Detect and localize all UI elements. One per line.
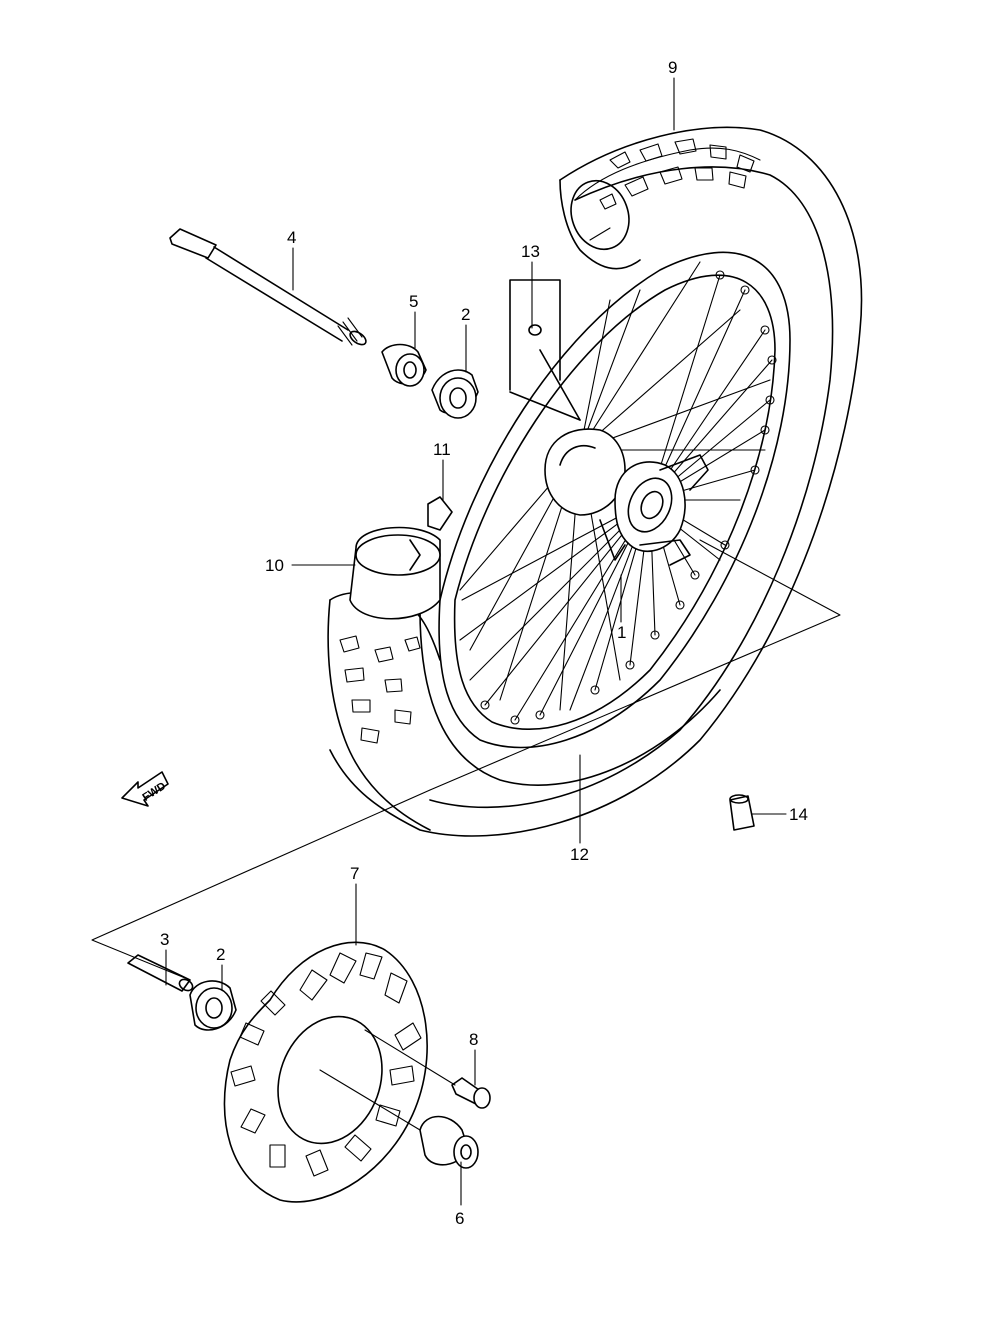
bearing-upper bbox=[431, 369, 479, 419]
spoke-nipple bbox=[509, 279, 581, 421]
callout-5: 5 bbox=[409, 292, 418, 311]
callout-8: 8 bbox=[469, 1030, 478, 1049]
callout-1: 1 bbox=[617, 623, 626, 642]
callout-11: 11 bbox=[433, 440, 451, 459]
callout-2-lower: 2 bbox=[216, 945, 225, 964]
callout-2-upper: 2 bbox=[461, 305, 470, 324]
hub bbox=[544, 428, 709, 566]
callout-10: 10 bbox=[265, 556, 284, 575]
tube bbox=[349, 526, 441, 620]
callout-4: 4 bbox=[287, 228, 296, 247]
tire bbox=[327, 126, 863, 837]
spacer bbox=[127, 954, 194, 992]
collar bbox=[381, 343, 427, 387]
rim bbox=[419, 251, 791, 786]
fwd-arrow-icon: FWD bbox=[121, 771, 169, 807]
leader-lines bbox=[165, 77, 787, 1206]
callout-3: 3 bbox=[160, 930, 169, 949]
assembly-lines bbox=[91, 539, 841, 1131]
axle bbox=[169, 228, 367, 346]
rim-band bbox=[427, 496, 453, 531]
callout-7: 7 bbox=[350, 864, 359, 883]
callout-labels: 9 4 5 2 13 11 10 1 12 14 3 2 7 8 6 bbox=[160, 58, 808, 1228]
valve-cap bbox=[729, 794, 755, 831]
bearing-lower bbox=[189, 980, 237, 1031]
callout-13: 13 bbox=[521, 242, 540, 261]
callout-14: 14 bbox=[789, 805, 808, 824]
callout-9: 9 bbox=[668, 58, 677, 77]
callout-6: 6 bbox=[455, 1209, 464, 1228]
brake-disc bbox=[223, 941, 428, 1203]
bolt bbox=[451, 1077, 491, 1109]
disc-nut bbox=[419, 1115, 479, 1169]
callout-12: 12 bbox=[570, 845, 589, 864]
